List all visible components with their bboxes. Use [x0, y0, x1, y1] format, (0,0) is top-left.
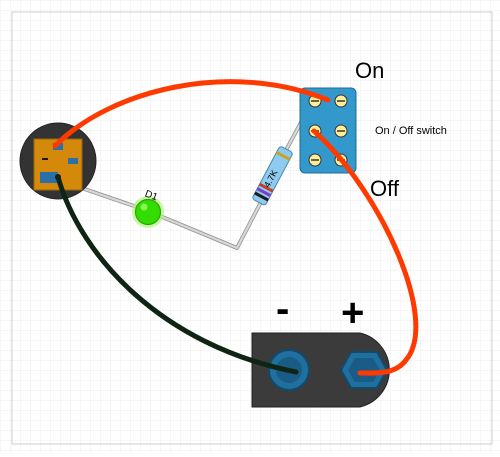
switch-name-label: On / Off switch — [375, 125, 447, 137]
switch-off-label: Off — [370, 176, 400, 201]
board-outline — [11, 11, 493, 445]
resistor-icon[interactable] — [252, 146, 293, 206]
switch-on-label: On — [355, 58, 384, 83]
battery-plus-label: + — [341, 291, 364, 335]
toggle-switch-icon[interactable] — [299, 87, 357, 174]
battery-minus-label: - — [276, 287, 289, 331]
battery-holder-icon[interactable] — [251, 332, 390, 408]
led-icon[interactable] — [132, 196, 164, 228]
wire-red-switch-to-battery[interactable] — [311, 128, 419, 376]
led-reference-label: D1 — [143, 189, 159, 204]
wire-led-to-resistor-core — [158, 198, 264, 250]
dc-jack-icon[interactable] — [19, 122, 97, 200]
wire-red-jack-to-switch[interactable] — [52, 79, 331, 149]
wire-black-jack-to-battery[interactable] — [55, 174, 299, 375]
